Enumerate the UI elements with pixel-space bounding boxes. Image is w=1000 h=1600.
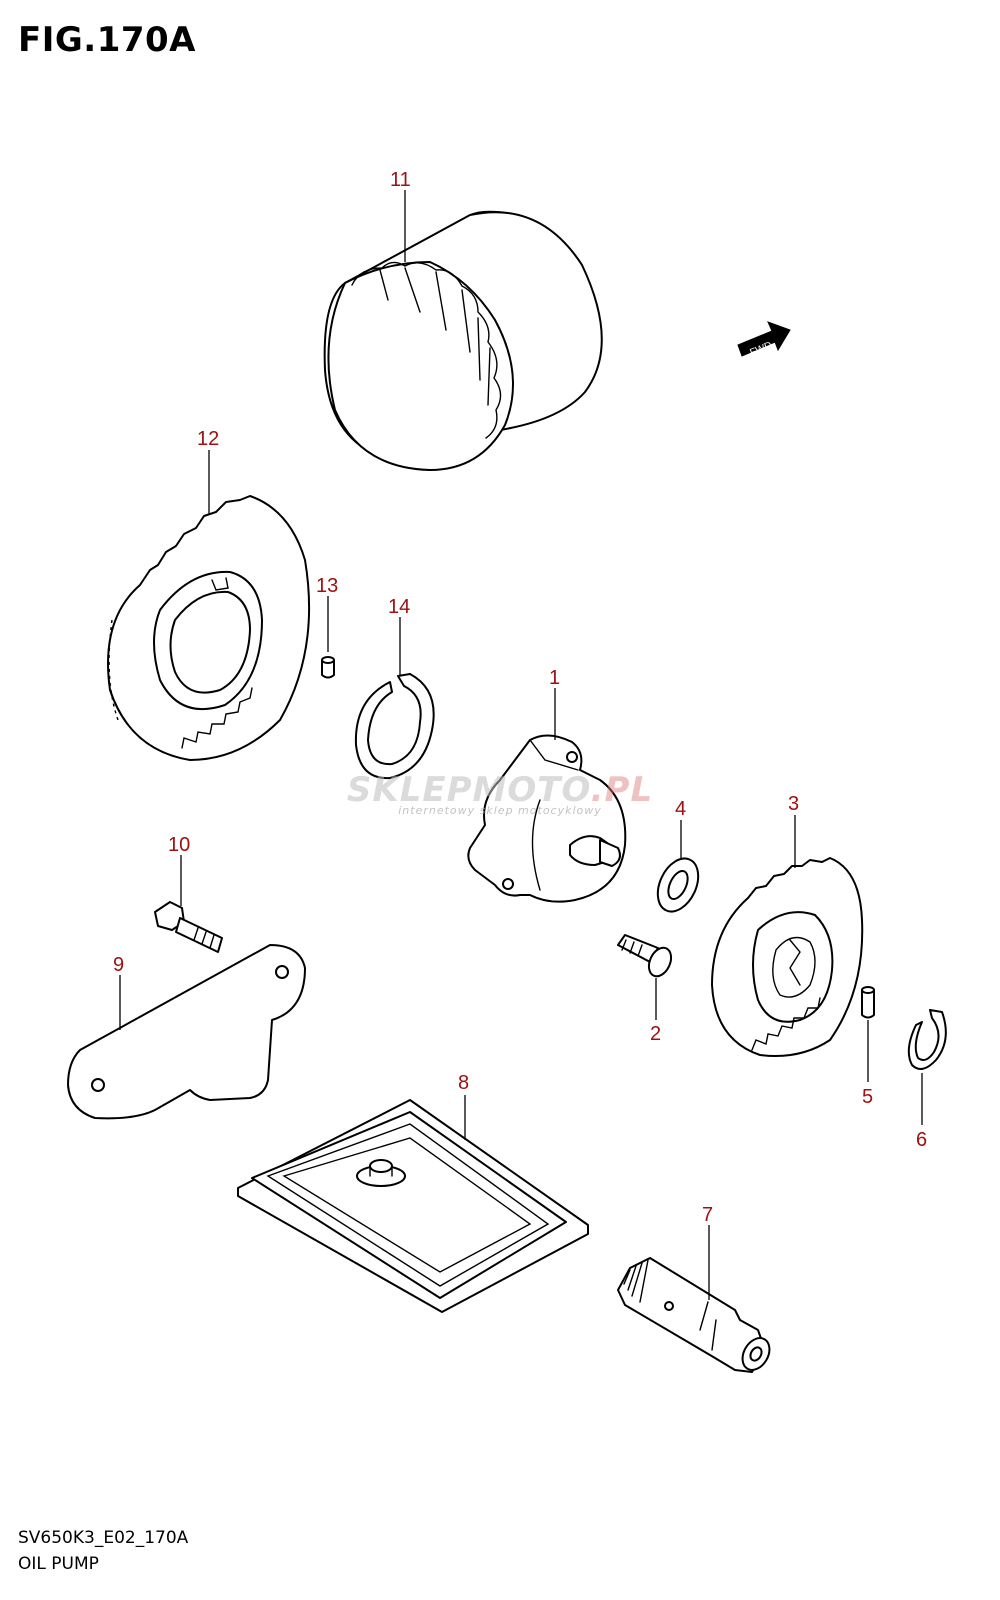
part-4-washer[interactable] [650, 852, 706, 918]
figure-code: SV650K3_E02_170A [18, 1528, 189, 1548]
figure-name: OIL PUMP [18, 1554, 99, 1574]
part-9-plate[interactable] [67, 944, 306, 1120]
part-5-pin[interactable] [861, 986, 875, 1019]
fwd-direction-arrow: FWD [737, 321, 791, 359]
callout-5[interactable]: 5 [862, 1086, 873, 1108]
part-7-relief-valve[interactable] [617, 1257, 775, 1375]
callout-12[interactable]: 12 [197, 428, 219, 450]
part-11-oil-filter[interactable] [323, 210, 603, 471]
watermark-brand-left: SKLEPMOTO [346, 770, 591, 810]
part-3-pump-gear[interactable] [711, 857, 864, 1057]
callout-14[interactable]: 14 [388, 596, 410, 618]
callout-7[interactable]: 7 [702, 1204, 713, 1226]
part-14-circlip[interactable] [354, 673, 435, 780]
part-8-oil-strainer[interactable] [237, 1099, 589, 1313]
part-1-oil-pump-body[interactable] [467, 734, 627, 903]
watermark-brand-right: .PL [590, 770, 654, 810]
callout-9[interactable]: 9 [113, 954, 124, 976]
part-6-circlip[interactable] [907, 1009, 947, 1070]
callout-8[interactable]: 8 [458, 1072, 469, 1094]
callout-2[interactable]: 2 [650, 1023, 661, 1045]
callout-3[interactable]: 3 [788, 793, 799, 815]
part-12-gear[interactable] [107, 495, 311, 761]
figure-title: FIG.170A [18, 20, 196, 60]
callout-6[interactable]: 6 [916, 1129, 927, 1151]
callout-11[interactable]: 11 [390, 169, 411, 191]
part-2-screw[interactable] [617, 934, 675, 980]
part-13-dowel-pin[interactable] [321, 656, 335, 679]
watermark: SKLEPMOTO.PL internetowy sklep motocyklo… [310, 770, 690, 817]
part-10-bolt[interactable] [154, 901, 223, 953]
watermark-tagline: internetowy sklep motocyklowy [398, 804, 602, 817]
callout-13[interactable]: 13 [316, 575, 338, 597]
watermark-brand: SKLEPMOTO.PL [310, 770, 690, 810]
callout-10[interactable]: 10 [168, 834, 190, 856]
callout-4[interactable]: 4 [675, 798, 686, 820]
callout-1[interactable]: 1 [549, 667, 560, 689]
